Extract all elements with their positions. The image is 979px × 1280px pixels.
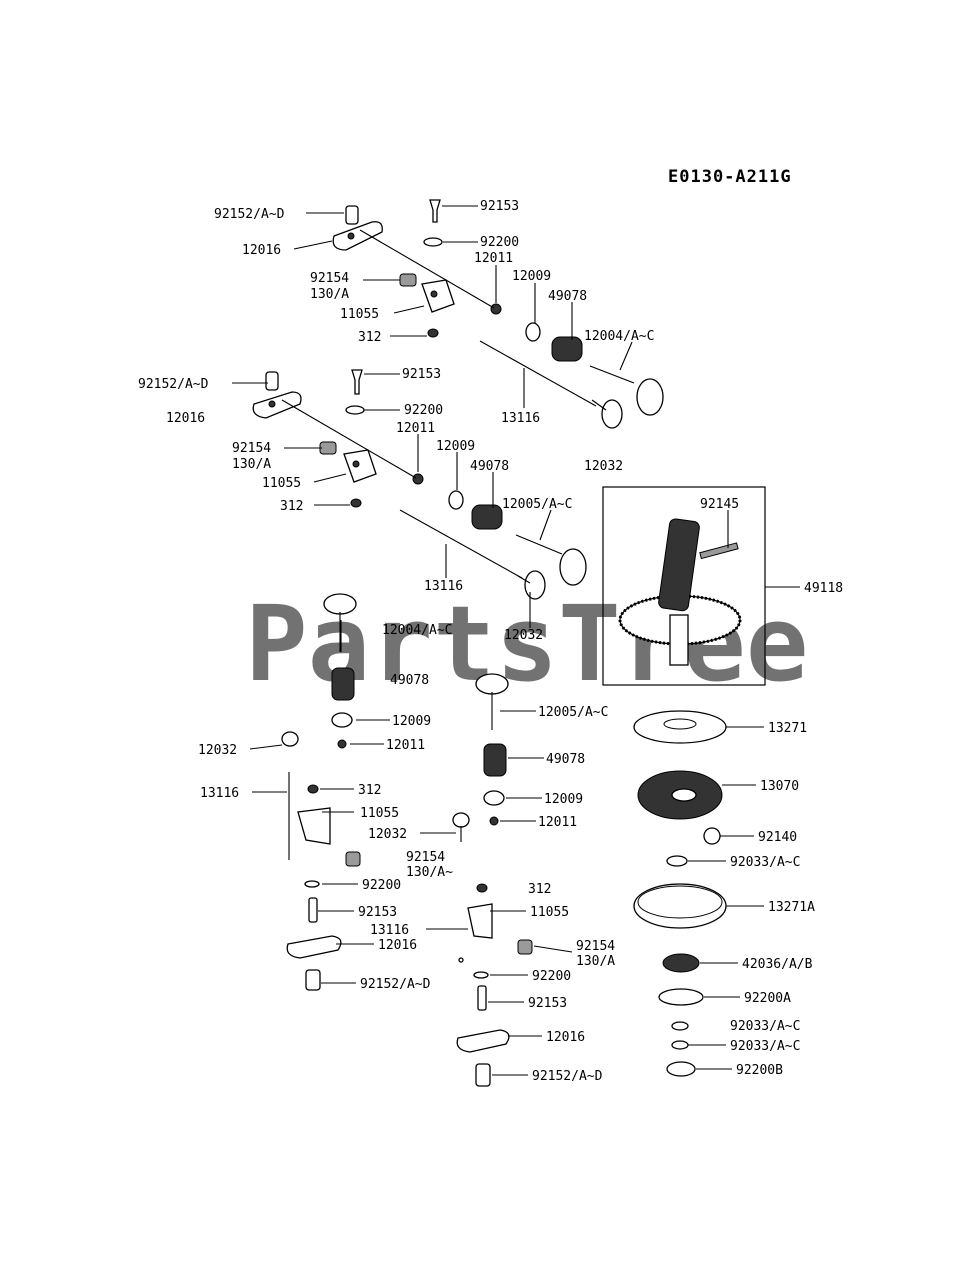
- label-13116: 13116: [501, 411, 540, 426]
- rocker-assembly-2: [252, 369, 587, 600]
- label-92033-a-c: 92033/A~C: [730, 1019, 800, 1034]
- label-92153: 92153: [358, 905, 397, 920]
- label-12009: 12009: [436, 439, 475, 454]
- label-49078: 49078: [390, 673, 429, 688]
- label-92152-a-d: 92152/A~D: [532, 1069, 603, 1084]
- label-11055: 11055: [530, 905, 569, 920]
- label-11055: 11055: [360, 806, 399, 821]
- label-12016: 12016: [166, 411, 205, 426]
- valve-stack-middle: [452, 673, 533, 1087]
- label-11055: 11055: [340, 307, 379, 322]
- label-92200b: 92200B: [736, 1063, 783, 1078]
- label-12032: 12032: [584, 459, 623, 474]
- label-92152-a-d: 92152/A~D: [138, 377, 209, 392]
- label-92154: 92154: [406, 850, 445, 865]
- label-13116: 13116: [370, 923, 409, 938]
- part-labels: 92152/A~D 12016 92153 92200 12011 92154 …: [138, 199, 843, 1084]
- label-12009: 12009: [512, 269, 551, 284]
- label-92154: 92154: [576, 939, 615, 954]
- label-92033-a-c: 92033/A~C: [730, 1039, 800, 1054]
- label-13070: 13070: [760, 779, 799, 794]
- label-92154: 92154: [310, 271, 349, 286]
- label-312: 312: [528, 882, 551, 897]
- label-92145: 92145: [700, 497, 739, 512]
- label-11055: 11055: [262, 476, 301, 491]
- valve-stack-left: [281, 593, 361, 991]
- label-312: 312: [358, 330, 381, 345]
- label-13271a: 13271A: [768, 900, 815, 915]
- label-12011: 12011: [474, 251, 513, 266]
- label-92200: 92200: [480, 235, 519, 250]
- label-12011: 12011: [538, 815, 577, 830]
- label-12032: 12032: [504, 628, 543, 643]
- label-92154: 92154: [232, 441, 271, 456]
- label-92153: 92153: [528, 996, 567, 1011]
- label-12005-a-c: 12005/A~C: [538, 705, 608, 720]
- label-92200: 92200: [362, 878, 401, 893]
- label-12009: 12009: [392, 714, 431, 729]
- governor-stack-right: [633, 710, 727, 1077]
- label-92140: 92140: [758, 830, 797, 845]
- label-92200a: 92200A: [744, 991, 791, 1006]
- label-92153: 92153: [480, 199, 519, 214]
- label-12005-a-c: 12005/A~C: [502, 497, 572, 512]
- label-49118: 49118: [804, 581, 843, 596]
- label-92153: 92153: [402, 367, 441, 382]
- rocker-assembly-1: [332, 199, 664, 429]
- label-130-a: 130/A: [310, 287, 349, 302]
- diagram-code: E0130-A211G: [668, 167, 792, 187]
- label-13116: 13116: [200, 786, 239, 801]
- label-12032: 12032: [368, 827, 407, 842]
- label-12004-a-c: 12004/A~C: [382, 623, 452, 638]
- label-92200: 92200: [404, 403, 443, 418]
- label-130-a: 130/A: [232, 457, 271, 472]
- label-12016: 12016: [378, 938, 417, 953]
- label-130-a: 130/A~: [406, 865, 453, 880]
- label-12011: 12011: [396, 421, 435, 436]
- label-13116: 13116: [424, 579, 463, 594]
- label-12009: 12009: [544, 792, 583, 807]
- label-12016: 12016: [242, 243, 281, 258]
- leader-lines: [232, 205, 800, 1076]
- label-12016: 12016: [546, 1030, 585, 1045]
- label-13271: 13271: [768, 721, 807, 736]
- label-49078: 49078: [548, 289, 587, 304]
- label-130-a: 130/A: [576, 954, 615, 969]
- label-312: 312: [280, 499, 303, 514]
- camshaft-assembly: [602, 486, 766, 686]
- label-92152-a-d: 92152/A~D: [360, 977, 431, 992]
- label-92200: 92200: [532, 969, 571, 984]
- label-92152-a-d: 92152/A~D: [214, 207, 285, 222]
- label-49078: 49078: [470, 459, 509, 474]
- label-12011: 12011: [386, 738, 425, 753]
- label-12032: 12032: [198, 743, 237, 758]
- label-12004-a-c: 12004/A~C: [584, 329, 654, 344]
- label-42036-a-b: 42036/A/B: [742, 957, 813, 972]
- label-312: 312: [358, 783, 381, 798]
- label-49078: 49078: [546, 752, 585, 767]
- label-92033-a-c: 92033/A~C: [730, 855, 800, 870]
